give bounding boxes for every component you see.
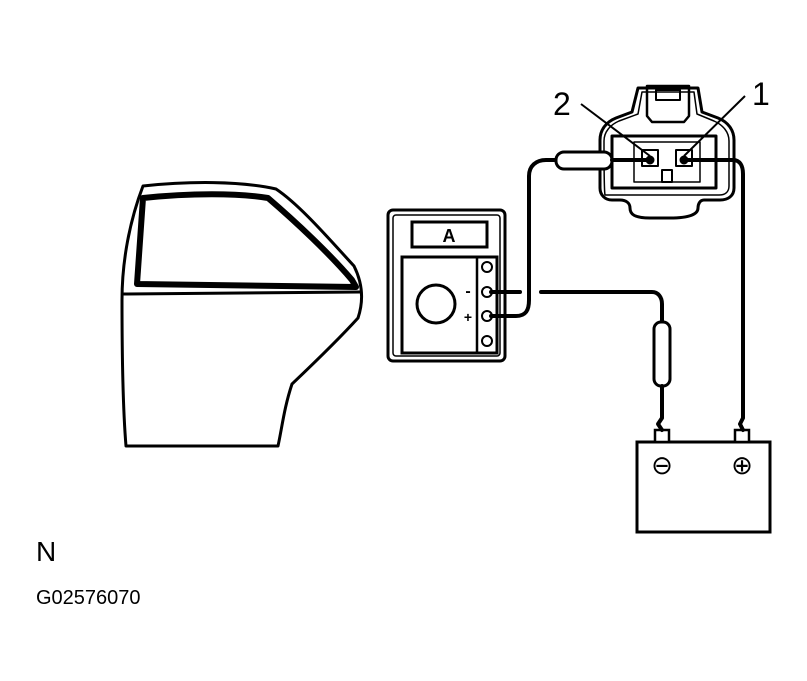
leader-line-1 — [683, 95, 746, 157]
connector-lock-tab — [645, 84, 691, 124]
ammeter-dial — [415, 283, 457, 325]
battery-positive-symbol: ⊕ — [731, 450, 753, 480]
ammeter-jack-4 — [481, 335, 493, 347]
connector-housing — [598, 86, 736, 220]
inline-fuse-holder — [652, 320, 672, 388]
ammeter-display — [410, 220, 489, 249]
callout-label-1: 1 — [752, 76, 770, 112]
ammeter-plus-label: + — [464, 309, 472, 325]
battery-case — [635, 440, 772, 534]
connector-center-key — [661, 169, 673, 183]
ammeter-face — [400, 255, 499, 355]
battery-positive-post — [733, 428, 751, 444]
connector-housing-inner — [603, 91, 730, 196]
door-belt-line — [122, 290, 362, 296]
connector-lock-slot — [655, 89, 681, 101]
caption-letter: N — [36, 536, 57, 567]
figure-code: G02576070 — [36, 587, 141, 609]
door-outline — [120, 181, 363, 448]
ammeter-case — [386, 208, 507, 363]
battery — [635, 428, 772, 534]
wire-ammeter-minus-to-fuse — [539, 290, 664, 324]
wiring — [489, 150, 745, 432]
test-probe-connector — [554, 150, 614, 171]
rear-door — [120, 181, 363, 448]
callout-label-2: 2 — [553, 86, 571, 122]
ammeter-jack-1 — [481, 261, 493, 273]
battery-negative-symbol: ⊖ — [651, 450, 673, 480]
ammeter-case-inner — [392, 214, 501, 357]
wire-fuse-to-battery-negative — [656, 384, 664, 432]
leader-line-2 — [580, 103, 651, 157]
wire-terminal-1-to-battery-positive — [682, 158, 745, 432]
ammeter-minus-label: - — [465, 283, 470, 300]
ammeter-display-label: A — [443, 226, 456, 246]
door-window-frame — [134, 191, 359, 290]
wire-ammeter-plus-to-probe — [489, 158, 558, 318]
ammeter — [386, 208, 507, 363]
